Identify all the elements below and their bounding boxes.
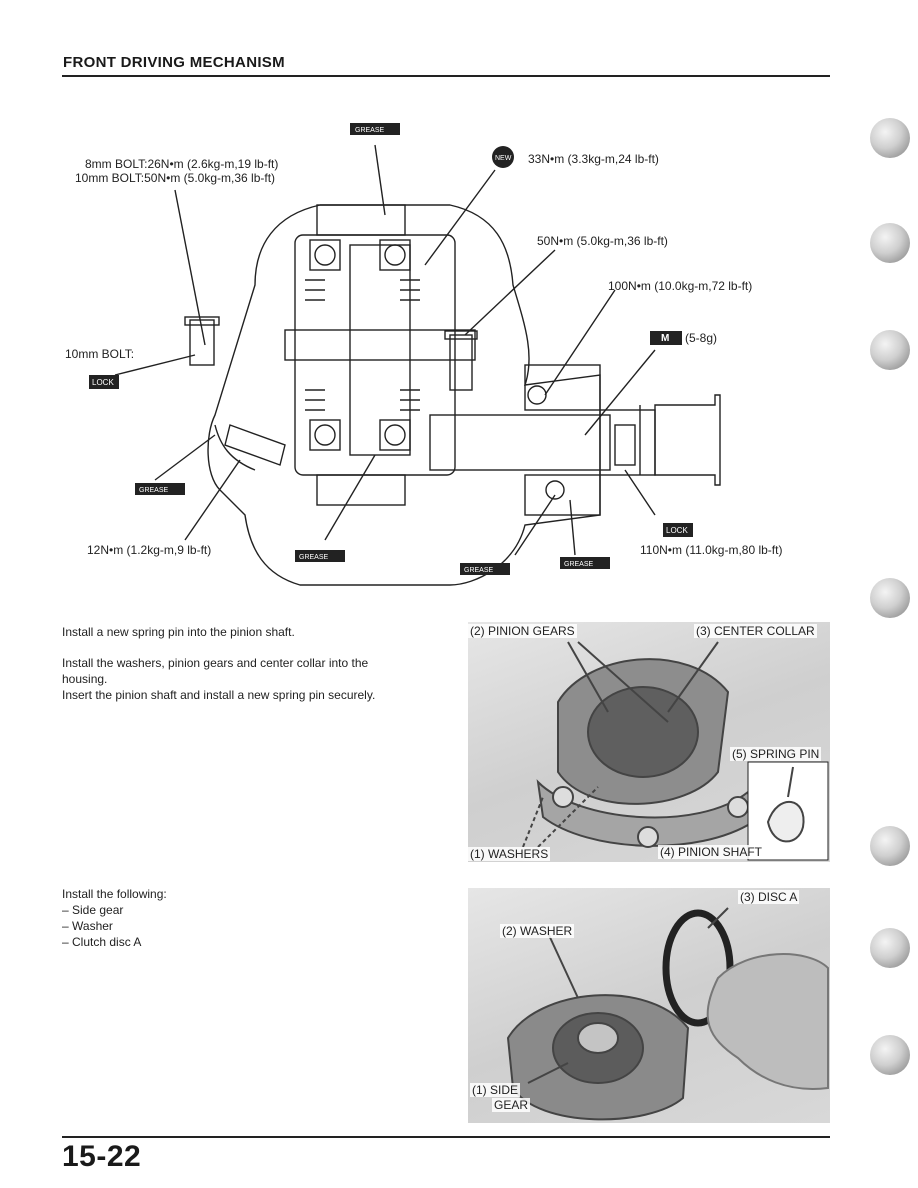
- moly-symbol: M: [661, 333, 670, 344]
- bolt-label: 10mm BOLT:: [65, 347, 135, 361]
- footer-rule: [62, 1136, 830, 1138]
- list-item: – Clutch disc A: [62, 935, 142, 949]
- grease-symbol: GREASE: [299, 554, 329, 561]
- pinion-assembly-photo: (2) PINION GEARS (3) CENTER COLLAR (5) S…: [468, 622, 830, 862]
- washers-label: (1) WASHERS: [468, 847, 551, 861]
- differential-drawing: [89, 123, 721, 586]
- section-tab-marker: [870, 223, 910, 263]
- step-2-instructions: Install the following: – Side gear – Was…: [62, 886, 322, 950]
- section-tab-marker: [870, 118, 910, 158]
- side-gear-label: (1) SIDE: [470, 1083, 521, 1097]
- section-title: FRONT DRIVING MECHANISM: [63, 54, 285, 71]
- install-parts-list: – Side gear – Washer – Clutch disc A: [62, 902, 322, 950]
- instruction-text: Install the following:: [62, 887, 167, 901]
- side-gear-install-photo: (3) DISC A (2) WASHER (1) SIDE GEAR: [468, 888, 830, 1123]
- torque-label: 12N•m (1.2kg-m,9 lb-ft): [87, 543, 212, 557]
- grease-symbol: GREASE: [464, 567, 494, 574]
- side-gear-install-illustration: [506, 907, 829, 1121]
- header-rule: [62, 75, 830, 77]
- instruction-text: Insert the pinion shaft and install a ne…: [62, 688, 376, 702]
- side-gear-label: GEAR: [492, 1098, 531, 1112]
- torque-label: 100N•m (10.0kg-m,72 lb-ft): [608, 279, 753, 293]
- instruction-text: housing.: [62, 672, 108, 686]
- section-tab-marker: [870, 578, 910, 618]
- bolt-torque-label: 10mm BOLT:50N•m (5.0kg-m,36 lb-ft): [75, 171, 276, 185]
- instruction-text: Install the washers, pinion gears and ce…: [62, 656, 369, 670]
- disc-a-label: (3) DISC A: [738, 890, 800, 904]
- pinion-shaft-label: (4) PINION SHAFT: [658, 845, 765, 859]
- moly-amount-label: (5-8g): [685, 331, 718, 345]
- bolt-torque-label: 8mm BOLT:26N•m (2.6kg-m,19 lb-ft): [85, 157, 279, 171]
- washer-label: (2) WASHER: [500, 924, 575, 938]
- list-item: – Washer: [62, 919, 113, 933]
- list-item: – Side gear: [62, 903, 124, 917]
- torque-label: 33N•m (3.3kg-m,24 lb-ft): [528, 152, 659, 166]
- section-tab-marker: [870, 330, 910, 370]
- page-number: 15-22: [62, 1140, 142, 1173]
- step-1-instructions: Install a new spring pin into the pinion…: [62, 624, 442, 703]
- section-tab-marker: [870, 826, 910, 866]
- grease-symbol: GREASE: [564, 561, 594, 568]
- instruction-text: Install a new spring pin into the pinion…: [62, 625, 295, 639]
- torque-label: 110N•m (11.0kg-m,80 lb-ft): [640, 543, 783, 557]
- grease-symbol: GREASE: [355, 127, 385, 134]
- torque-label: 50N•m (5.0kg-m,36 lb-ft): [537, 234, 668, 248]
- center-collar-label: (3) CENTER COLLAR: [694, 624, 817, 638]
- grease-symbol: GREASE: [139, 487, 169, 494]
- new-part-symbol: NEW: [495, 155, 512, 162]
- spring-pin-label: (5) SPRING PIN: [730, 747, 822, 761]
- pinion-gears-label: (2) PINION GEARS: [468, 624, 577, 638]
- differential-section-diagram: GREASE GREASE GREASE GREASE GREASE LOCK …: [55, 95, 845, 590]
- lock-symbol: LOCK: [92, 378, 114, 387]
- section-tab-marker: [870, 1035, 910, 1075]
- pinion-assembly-illustration: [522, 641, 829, 861]
- lock-symbol: LOCK: [666, 526, 688, 535]
- section-tab-marker: [870, 928, 910, 968]
